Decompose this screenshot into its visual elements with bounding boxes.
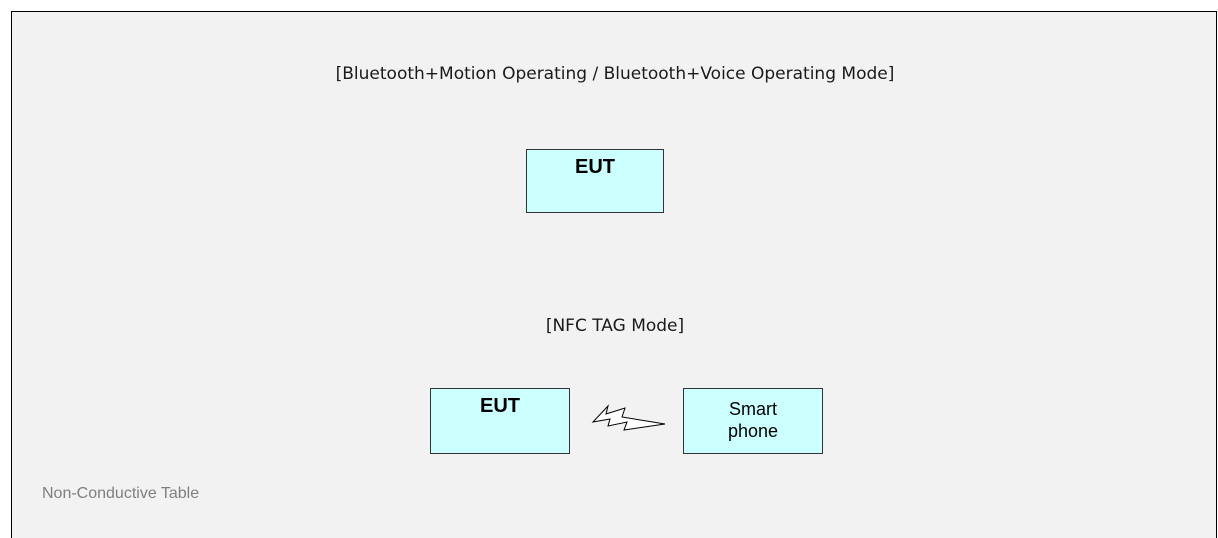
smartphone-label-line1: Smart [728, 399, 777, 419]
smartphone-box: Smart phone [683, 388, 823, 454]
non-conductive-table-label: Non-Conductive Table [42, 485, 200, 502]
test-setup-frame [11, 11, 1217, 538]
eut-box-mode2: EUT [430, 388, 570, 454]
wireless-link-icon [591, 404, 666, 431]
eut-box-mode1: EUT [526, 149, 664, 213]
smartphone-label-line2: phone [727, 421, 779, 441]
mode1-title: [Bluetooth+Motion Operating / Bluetooth+… [335, 64, 895, 84]
mode2-title: [NFC TAG Mode] [545, 316, 685, 336]
